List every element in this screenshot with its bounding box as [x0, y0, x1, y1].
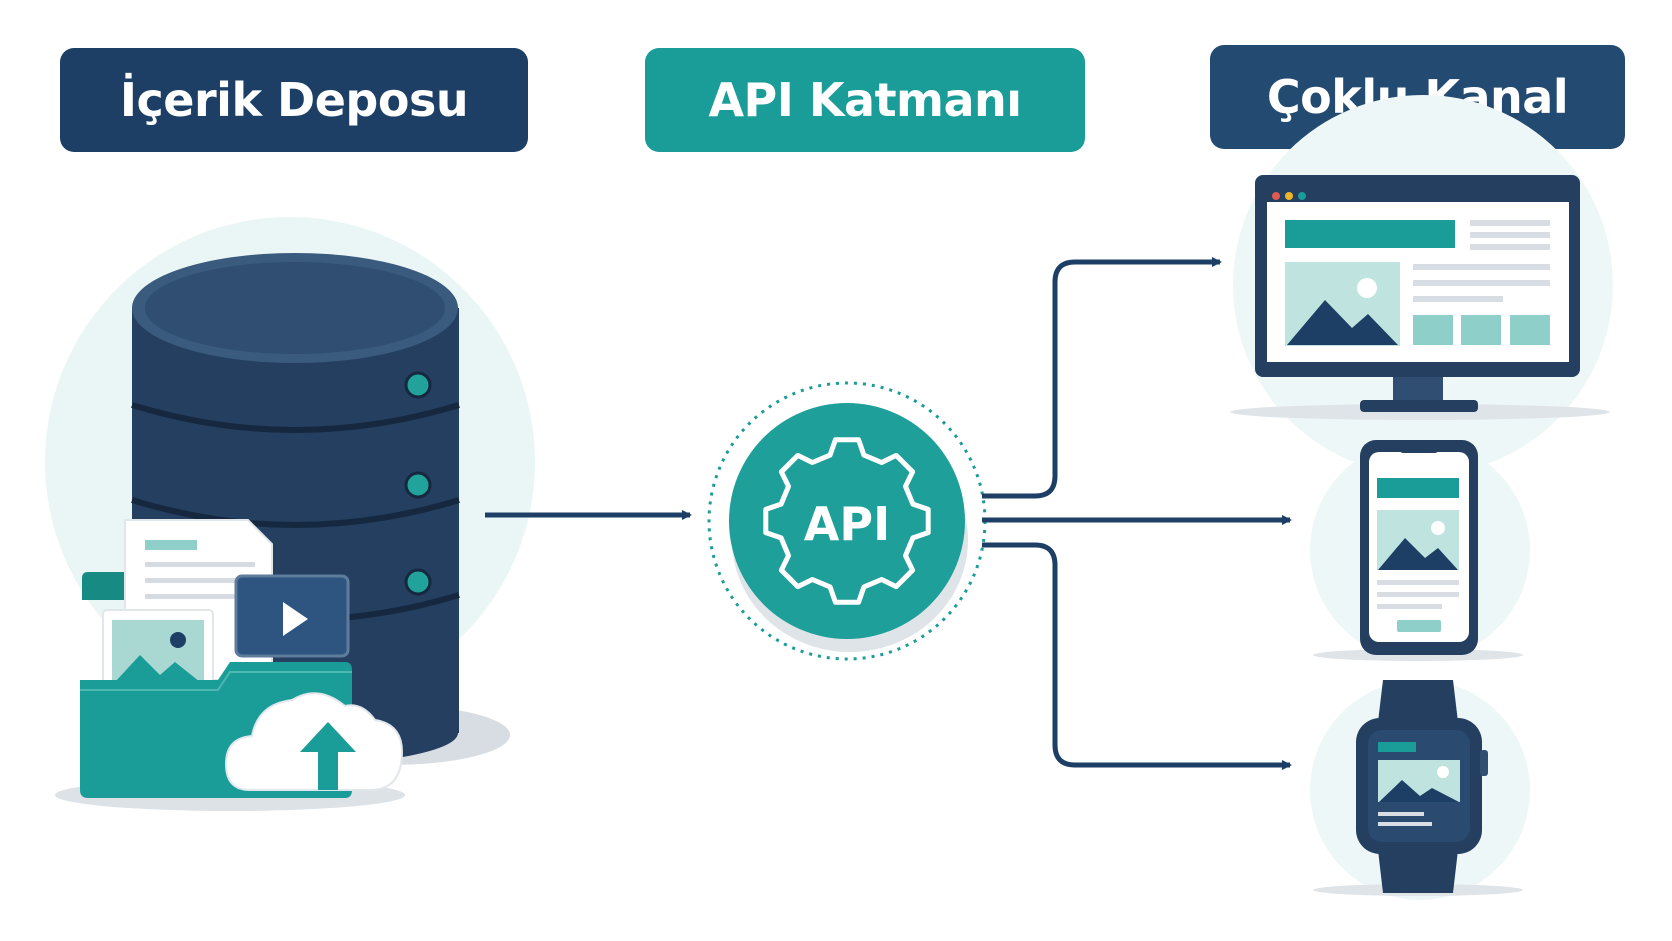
desktop-monitor-icon: [1230, 95, 1613, 475]
status-led-icon: [404, 568, 432, 596]
video-icon: [234, 574, 350, 658]
status-led-icon: [404, 471, 432, 499]
smartwatch-icon: [1310, 680, 1530, 900]
api-hub: API: [707, 381, 987, 661]
gear-icon: [763, 437, 931, 605]
arrow-api-to-desktop: [982, 257, 1222, 499]
gear-outline: [763, 437, 931, 605]
header-content-storage-label: İçerik Deposu: [119, 73, 469, 127]
content-storage-illustration: [45, 217, 535, 811]
header-api-layer-label: API Katmanı: [708, 73, 1022, 127]
api-hub-label: API: [804, 497, 890, 551]
arrow-api-to-watch: [982, 542, 1292, 770]
status-led-icon: [404, 371, 432, 399]
smartphone-icon: [1310, 440, 1530, 661]
cloud-upload-icon: [224, 692, 404, 791]
header-api-layer: API Katmanı: [645, 48, 1085, 152]
header-content-storage: İçerik Deposu: [60, 48, 528, 152]
